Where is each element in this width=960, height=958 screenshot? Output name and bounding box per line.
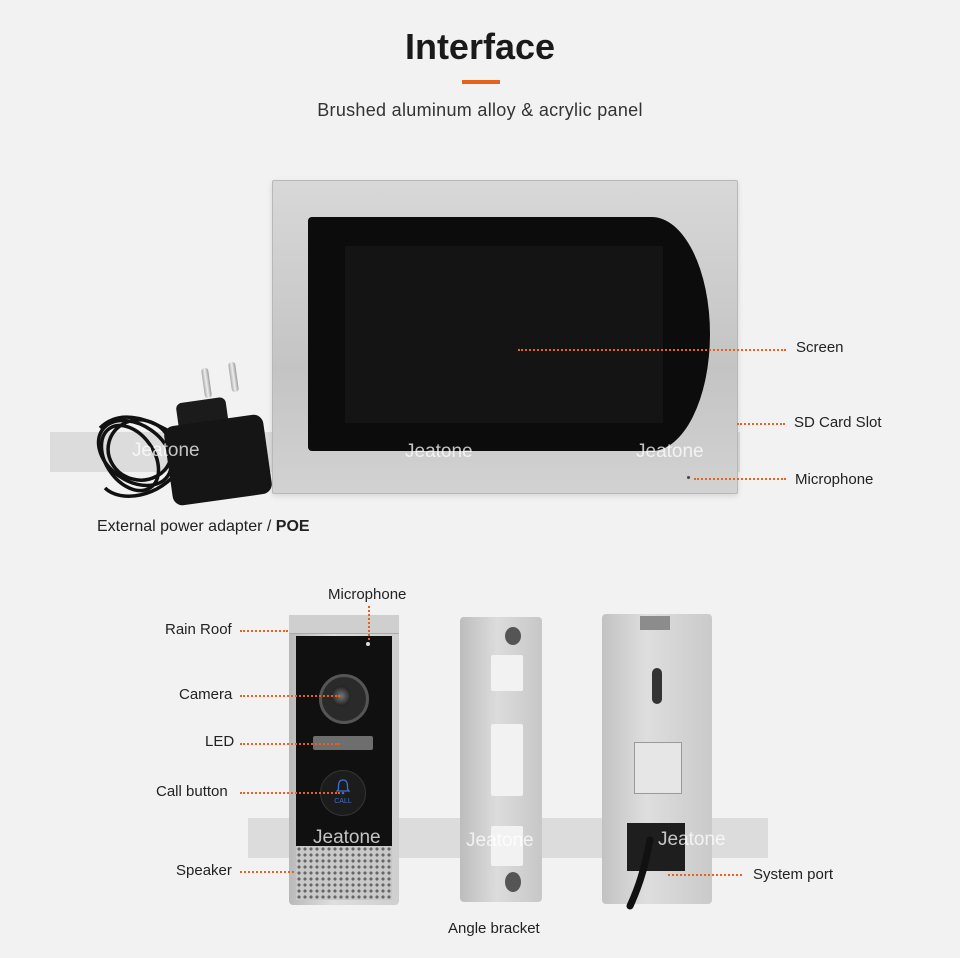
watermark-text: Jeatone (405, 441, 473, 462)
title-underline (462, 80, 500, 84)
station-mic-leader-line (368, 606, 370, 640)
rain-roof-label: Rain Roof (165, 621, 232, 638)
rain-roof (289, 615, 399, 634)
speaker-grille (296, 846, 392, 900)
port-cable (626, 836, 654, 910)
monitor-microphone-label: Microphone (795, 471, 874, 488)
adapter-prong-left (200, 367, 213, 399)
watermark-text: Jeatone (313, 827, 381, 848)
watermark-text: Jeatone (466, 830, 534, 851)
monitor-screen (345, 246, 663, 423)
sd-card-slot-label: SD Card Slot (794, 414, 882, 431)
watermark-text: Jeatone (658, 829, 726, 850)
camera-label: Camera (179, 686, 233, 703)
call-button-leader-line (240, 792, 340, 794)
speaker-label: Speaker (176, 862, 232, 879)
watermark-text: Jeatone (636, 441, 704, 462)
system-port-leader-line (668, 874, 742, 876)
bracket-cutout (491, 826, 523, 866)
adapter-prong-right (227, 361, 240, 393)
bracket-cutout (491, 655, 523, 691)
bracket-cutout (491, 724, 523, 796)
bracket-screw-hole (505, 627, 521, 645)
bell-icon (335, 779, 351, 795)
system-port-label: System port (753, 866, 834, 883)
call-button-text: CALL (334, 798, 352, 805)
station-microphone-label: Microphone (328, 586, 407, 603)
adapter-caption: External power adapter / POE (97, 518, 310, 536)
call-button-label: Call button (156, 783, 228, 800)
page-subtitle: Brushed aluminum alloy & acrylic panel (317, 100, 643, 120)
screen-label: Screen (796, 339, 844, 356)
page-title: Interface (404, 26, 556, 67)
mounting-slot (652, 668, 662, 704)
system-port (627, 823, 685, 871)
monitor-microphone-hole (687, 476, 690, 479)
station-mic-hole (366, 642, 370, 646)
led-indicator (313, 736, 373, 750)
bracket-screw-hole (505, 872, 521, 892)
led-leader-line (240, 743, 340, 745)
camera-lens (331, 686, 351, 706)
screen-leader-line (518, 349, 786, 351)
adapter-caption-text: External power adapter / (97, 518, 276, 535)
back-top-notch (640, 616, 670, 630)
watermark-text: Jeatone (132, 440, 200, 461)
adapter-caption-poe: POE (275, 518, 310, 535)
sd-slot-leader-line (737, 423, 785, 425)
rain-roof-leader-line (240, 630, 288, 632)
wiring-sticker (634, 742, 682, 794)
angle-bracket-label: Angle bracket (448, 920, 540, 937)
led-label: LED (205, 733, 235, 750)
camera-leader-line (240, 695, 340, 697)
speaker-leader-line (240, 871, 294, 873)
monitor-mic-leader-line (694, 478, 786, 480)
